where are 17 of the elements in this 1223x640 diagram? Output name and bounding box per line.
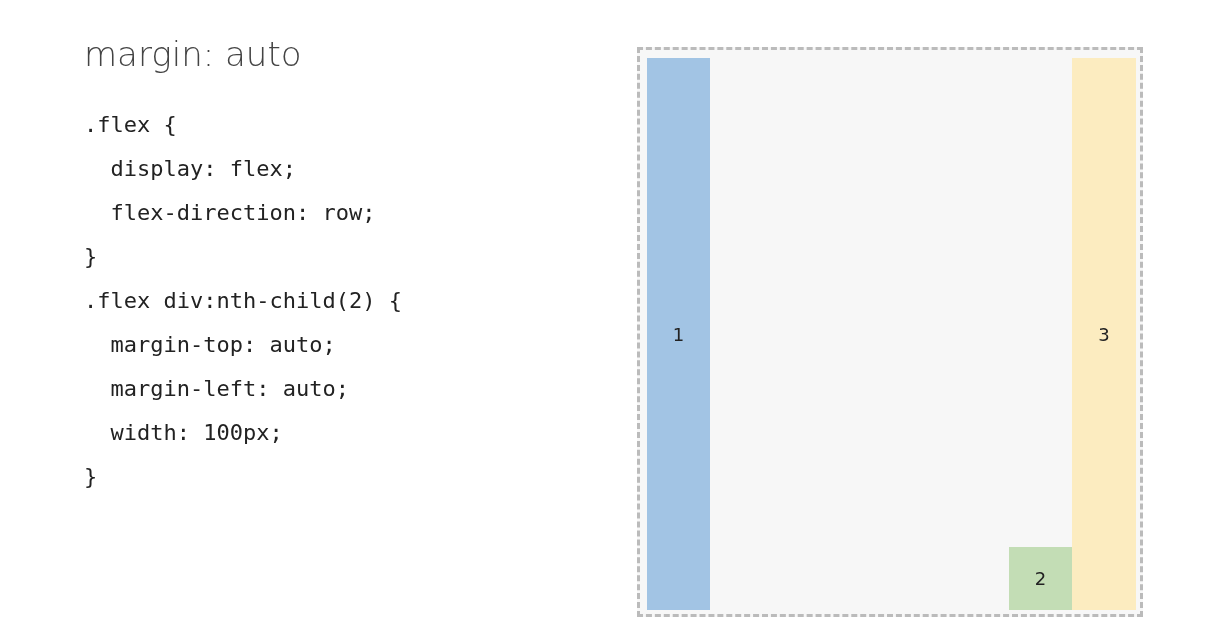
item-number: 2 xyxy=(1034,568,1047,589)
flex-item xyxy=(647,58,710,610)
flex-item xyxy=(1072,58,1136,610)
flex-container xyxy=(637,47,1143,617)
code-line: display: flex; xyxy=(109,155,297,183)
code-line: margin-left: auto; xyxy=(109,375,350,403)
code-line: } xyxy=(84,243,99,271)
code-line: } xyxy=(84,463,99,491)
code-line: .flex { xyxy=(84,111,178,139)
title: margin: auto xyxy=(84,34,302,74)
code-line: margin-top: auto; xyxy=(109,331,337,359)
flex-item xyxy=(1009,547,1072,610)
code-line: flex-direction: row; xyxy=(109,199,377,227)
item-number: 1 xyxy=(672,323,685,345)
code-line: .flex div:nth-child(2) { xyxy=(84,287,402,315)
code-line: width: 100px; xyxy=(109,419,284,447)
item-number: 3 xyxy=(1098,323,1110,345)
